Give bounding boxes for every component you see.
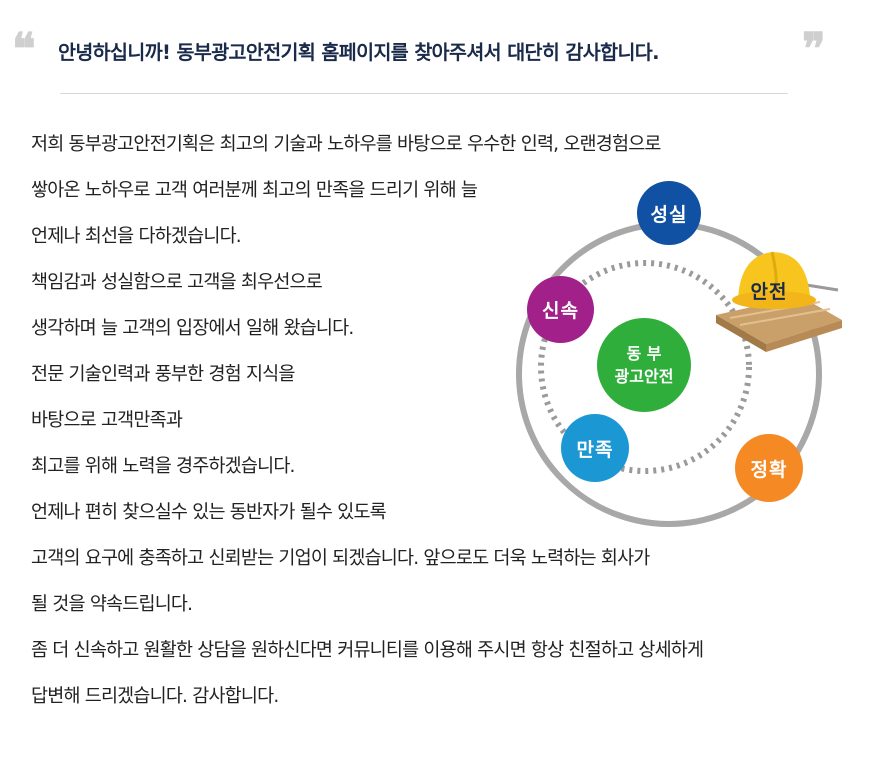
- intro-line: 언제나 편히 찾으실수 있는 동반자가 될수 있도록: [31, 502, 387, 523]
- intro-line: 책임감과 성실함으로 고객을 최우선으로: [31, 272, 323, 293]
- intro-line: 쌓아온 노하우로 고객 여러분께 최고의 만족을 드리기 위해 늘: [31, 180, 478, 201]
- speed-badge: 신속: [527, 276, 594, 343]
- close-quote-icon: ❞: [802, 24, 826, 75]
- sincerity-label: 성실: [650, 203, 688, 226]
- satisfaction-badge: 만족: [561, 414, 629, 482]
- speed-label: 신속: [542, 300, 579, 322]
- intro-line: 언제나 최선을 다하겠습니다.: [31, 226, 242, 247]
- intro-line: 좀 더 신속하고 원활한 상담을 원하신다면 커뮤니티를 이용해 주시면 항상 …: [31, 640, 704, 661]
- intro-line: 생각하며 늘 고객의 입장에서 일해 왔습니다.: [31, 318, 354, 339]
- inner-dotted-ring: [538, 260, 752, 474]
- intro-line: 고객의 요구에 충족하고 신뢰받는 기업이 되겠습니다. 앞으로도 더욱 노력하…: [31, 548, 650, 569]
- safety-badge: 안전: [738, 268, 800, 312]
- intro-line: 바탕으로 고객만족과: [31, 410, 183, 431]
- intro-line: 답변해 드리겠습니다. 감사합니다.: [31, 686, 279, 707]
- sincerity-badge: 성실: [637, 181, 701, 245]
- intro-line: 최고를 위해 노력을 경주하겠습니다.: [31, 456, 295, 477]
- intro-line: 될 것을 약속드립니다.: [31, 594, 193, 615]
- intro-line: 전문 기술인력과 풍부한 경험 지식을: [31, 364, 295, 385]
- accuracy-label: 정확: [750, 458, 788, 481]
- divider: [60, 93, 788, 94]
- open-quote-icon: ❝: [12, 24, 36, 75]
- company-center-badge: 동 부 광고안전: [597, 318, 691, 412]
- safety-label: 안전: [750, 280, 788, 303]
- greeting-header: ❝ 안녕하십니까! 동부광고안전기획 홈페이지를 찾아주셔서 대단히 감사합니다…: [0, 24, 886, 75]
- greeting-title: 안녕하십니까! 동부광고안전기획 홈페이지를 찾아주셔서 대단히 감사합니다.: [58, 41, 660, 64]
- intro-line: 저희 동부광고안전기획은 최고의 기술과 노하우를 바탕으로 우수한 인력, 오…: [31, 134, 661, 155]
- accuracy-badge: 정확: [735, 434, 803, 502]
- introduction-text: 저희 동부광고안전기획은 최고의 기술과 노하우를 바탕으로 우수한 인력, 오…: [31, 122, 876, 720]
- satisfaction-label: 만족: [576, 438, 614, 461]
- hardhat-icon: [716, 251, 842, 352]
- center-line-1: 동 부: [626, 344, 662, 363]
- center-line-2: 광고안전: [614, 367, 674, 386]
